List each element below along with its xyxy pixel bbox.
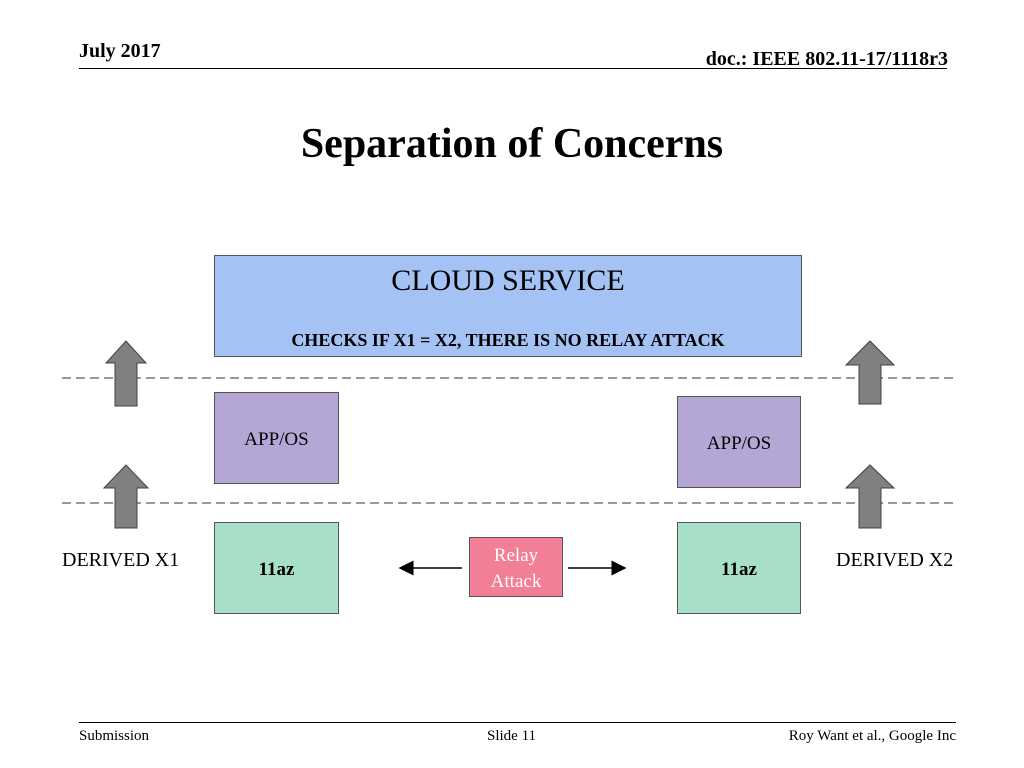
app-os-left: APP/OS xyxy=(214,392,339,484)
cloud-service-box: CLOUD SERVICE CHECKS IF X1 = X2, THERE I… xyxy=(214,255,802,357)
relay-attack-box: Relay Attack xyxy=(469,537,563,597)
relay-label-line2: Attack xyxy=(490,571,542,592)
derived-x1-label: DERIVED X1 xyxy=(62,549,180,571)
slide-title: Separation of Concerns xyxy=(300,121,724,167)
footer-submission: Submission xyxy=(79,728,150,744)
footer-author: Roy Want et al., Google Inc xyxy=(788,728,956,744)
app-os-right: APP/OS xyxy=(677,396,801,488)
up-arrow-icon xyxy=(102,464,150,529)
up-arrow-icon xyxy=(844,340,896,405)
relay-label-line1: Relay xyxy=(493,545,539,566)
header-rule xyxy=(79,68,947,69)
up-arrow-icon xyxy=(104,340,148,407)
radio-11az-left: 11az xyxy=(214,522,339,614)
up-arrow-icon xyxy=(844,464,896,529)
footer-slide-number: Slide 11 xyxy=(487,728,537,744)
header-date: July 2017 xyxy=(79,40,161,62)
footer-rule xyxy=(79,722,956,723)
radio-11az-right: 11az xyxy=(677,522,801,614)
cloud-service-title: CLOUD SERVICE xyxy=(391,264,625,297)
header-doc-id: doc.: IEEE 802.11-17/1118r3 xyxy=(705,48,948,70)
cloud-service-check: CHECKS IF X1 = X2, THERE IS NO RELAY ATT… xyxy=(291,330,725,350)
derived-x2-label: DERIVED X2 xyxy=(836,549,954,571)
